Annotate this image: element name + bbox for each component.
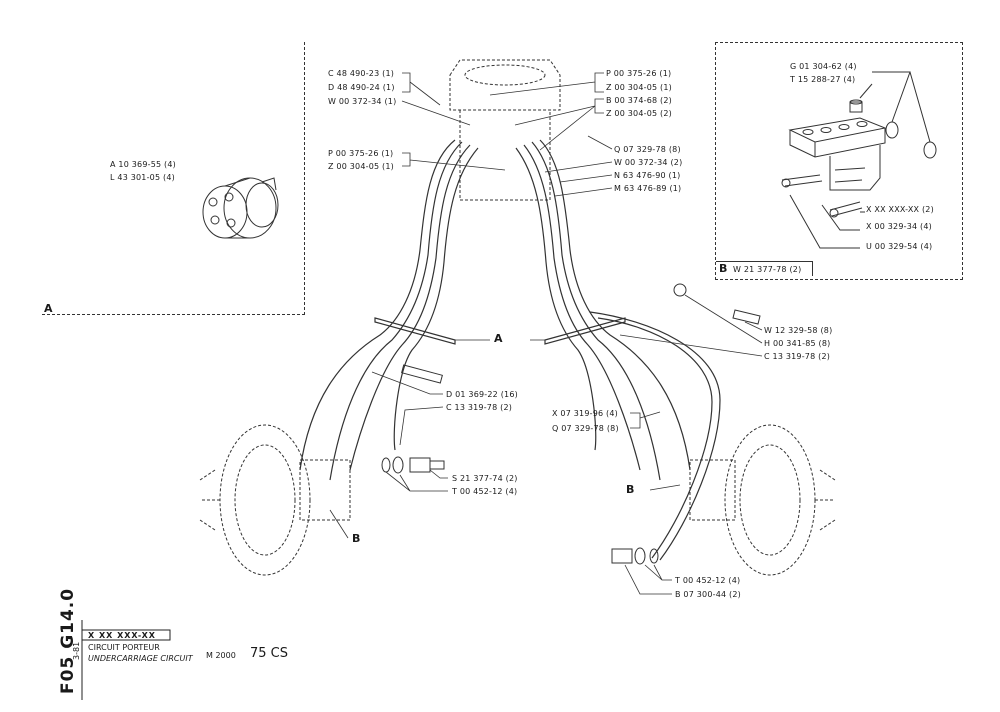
ref-right-mid-3: C 13 319-78 (2) [764, 352, 831, 361]
detail-a-cap-drawing [202, 177, 279, 239]
ref-right-top-7: N 63 476-90 (1) [614, 171, 681, 180]
left-wheel-drawing [199, 424, 351, 576]
ref-right-top-2: Z 00 304-05 (1) [606, 83, 672, 92]
ref-left-top-1: C 48 490-23 (1) [328, 69, 395, 78]
detail-b-part-4: X 00 329-34 (4) [866, 222, 932, 231]
detail-b-label: B [719, 262, 728, 275]
title-english: UNDERCARRIAGE CIRCUIT [88, 654, 193, 663]
ref-right-low-1: X 07 319-96 (4) [552, 409, 618, 418]
ref-right-low-2: Q 07 329-78 (8) [552, 424, 619, 433]
ref-fitting-1: S 21 377-74 (2) [452, 474, 518, 483]
ref-bottom-right-2: B 07 300-44 (2) [675, 590, 741, 599]
ref-right-top-6: W 00 372-34 (2) [614, 158, 683, 167]
title-block-lines [81, 620, 171, 700]
ref-left-mid-2: Z 00 304-05 (1) [328, 162, 394, 171]
ref-fitting-2: T 00 452-12 (4) [452, 487, 518, 496]
ref-right-mid-2: H 00 341-85 (8) [764, 339, 831, 348]
tank-drawing [449, 59, 561, 201]
ref-right-top-4: Z 00 304-05 (2) [606, 109, 672, 118]
leader-lines [329, 72, 763, 595]
title-french: CIRCUIT PORTEUR [88, 643, 160, 652]
detail-b-part-1: G 01 304-62 (4) [790, 62, 857, 71]
ref-left-low-2: C 13 319-78 (2) [446, 403, 513, 412]
right-wheel-drawing [689, 424, 836, 576]
ref-left-low-1: D 01 369-22 (16) [446, 390, 518, 399]
hose-bundle-drawing [299, 139, 721, 561]
ref-right-top-3: B 00 374-68 (2) [606, 96, 672, 105]
detail-b-box [715, 42, 963, 280]
detail-a-part-1: A 10 369-55 (4) [110, 160, 176, 169]
detail-b-part-5: U 00 329-54 (4) [866, 242, 933, 251]
detail-a-box [42, 42, 305, 315]
sheet-serial: X XX XXX-XX [88, 631, 156, 640]
callout-b-left: B [352, 532, 361, 545]
detail-a-part-2: L 43 301-05 (4) [110, 173, 175, 182]
model-small: M 2000 [206, 651, 236, 660]
ref-right-top-8: M 63 476-89 (1) [614, 184, 682, 193]
detail-b-reference: W 21 377-78 (2) [733, 265, 802, 274]
center-label-a: A [494, 332, 503, 345]
ref-right-mid-1: W 12 329-58 (8) [764, 326, 833, 335]
model-name: 75 CS [250, 646, 289, 661]
ref-right-top-5: Q 07 329-78 (8) [614, 145, 681, 154]
ref-left-mid-1: P 00 375-26 (1) [328, 149, 394, 158]
ref-bottom-right-1: T 00 452-12 (4) [675, 576, 741, 585]
callout-b-right: B [626, 483, 635, 496]
detail-a-label: A [44, 302, 53, 315]
sheet-date: 3-81 [72, 641, 81, 660]
ref-left-top-2: D 48 490-24 (1) [328, 83, 395, 92]
ref-left-top-3: W 00 372-34 (1) [328, 97, 397, 106]
detail-b-block-drawing [781, 71, 937, 249]
detail-b-footer [716, 261, 813, 276]
detail-b-part-2: T 15 288-27 (4) [790, 75, 856, 84]
fittings-drawing [381, 283, 761, 565]
detail-b-part-3: X XX XXX-XX (2) [866, 205, 934, 214]
ref-right-top-1: P 00 375-26 (1) [606, 69, 672, 78]
